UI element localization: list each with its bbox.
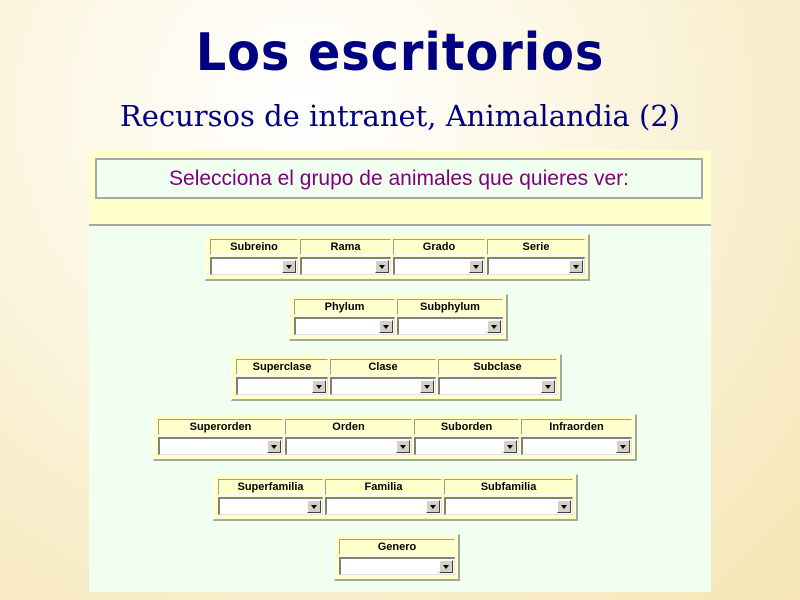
field-serie: Serie (487, 239, 585, 275)
field-genero: Genero (339, 539, 455, 575)
clase-select[interactable] (330, 377, 436, 395)
field-superfamilia: Superfamilia (218, 479, 323, 515)
field-label: Orden (285, 419, 412, 435)
chevron-down-icon[interactable] (379, 320, 393, 333)
genero-select[interactable] (339, 557, 455, 575)
suborden-select[interactable] (414, 437, 519, 455)
group-subreino-serie: Subreino Rama Grado Serie (205, 234, 590, 281)
field-label: Genero (339, 539, 455, 555)
superorden-select[interactable] (158, 437, 283, 455)
orden-select[interactable] (285, 437, 412, 455)
field-label: Phylum (294, 299, 395, 315)
superclase-select[interactable] (236, 377, 328, 395)
field-label: Superfamilia (218, 479, 323, 495)
field-label: Familia (325, 479, 442, 495)
field-grado: Grado (393, 239, 485, 275)
chevron-down-icon[interactable] (307, 500, 321, 513)
familia-select[interactable] (325, 497, 442, 515)
subreino-select[interactable] (210, 257, 298, 275)
chevron-down-icon[interactable] (396, 440, 410, 453)
field-label: Infraorden (521, 419, 632, 435)
phylum-select[interactable] (294, 317, 395, 335)
field-label: Suborden (414, 419, 519, 435)
field-label: Serie (487, 239, 585, 255)
chevron-down-icon[interactable] (503, 440, 517, 453)
chevron-down-icon[interactable] (267, 440, 281, 453)
page-title: Los escritorios (195, 23, 605, 83)
chevron-down-icon[interactable] (426, 500, 440, 513)
field-clase: Clase (330, 359, 436, 395)
field-infraorden: Infraorden (521, 419, 632, 455)
chevron-down-icon[interactable] (282, 260, 296, 273)
field-subclase: Subclase (438, 359, 557, 395)
group-clase: Superclase Clase Subclase (231, 354, 562, 401)
chevron-down-icon[interactable] (439, 560, 453, 573)
chevron-down-icon[interactable] (487, 320, 501, 333)
field-label: Subreino (210, 239, 298, 255)
subfamilia-select[interactable] (444, 497, 573, 515)
chevron-down-icon[interactable] (616, 440, 630, 453)
rama-select[interactable] (300, 257, 391, 275)
serie-select[interactable] (487, 257, 585, 275)
field-label: Rama (300, 239, 391, 255)
field-suborden: Suborden (414, 419, 519, 455)
chevron-down-icon[interactable] (312, 380, 326, 393)
field-superorden: Superorden (158, 419, 283, 455)
group-orden: Superorden Orden Suborden Infraorden (153, 414, 637, 461)
field-subreino: Subreino (210, 239, 298, 275)
group-familia: Superfamilia Familia Subfamilia (213, 474, 578, 521)
group-genero: Genero (334, 534, 460, 581)
field-label: Clase (330, 359, 436, 375)
infraorden-select[interactable] (521, 437, 632, 455)
chevron-down-icon[interactable] (375, 260, 389, 273)
field-label: Subfamilia (444, 479, 573, 495)
chevron-down-icon[interactable] (569, 260, 583, 273)
field-subfamilia: Subfamilia (444, 479, 573, 515)
subclase-select[interactable] (438, 377, 557, 395)
subphylum-select[interactable] (397, 317, 503, 335)
chevron-down-icon[interactable] (557, 500, 571, 513)
page-subtitle: Recursos de intranet, Animalandia (2) (119, 99, 681, 133)
field-familia: Familia (325, 479, 442, 515)
field-superclase: Superclase (236, 359, 328, 395)
selection-prompt: Selecciona el grupo de animales que quie… (95, 158, 703, 199)
panel-header: Selecciona el grupo de animales que quie… (89, 150, 711, 226)
field-label: Superclase (236, 359, 328, 375)
field-rama: Rama (300, 239, 391, 275)
chevron-down-icon[interactable] (469, 260, 483, 273)
chevron-down-icon[interactable] (541, 380, 555, 393)
field-label: Subclase (438, 359, 557, 375)
field-phylum: Phylum (294, 299, 395, 335)
grado-select[interactable] (393, 257, 485, 275)
superfamilia-select[interactable] (218, 497, 323, 515)
field-subphylum: Subphylum (397, 299, 503, 335)
taxonomy-selector-panel: Selecciona el grupo de animales que quie… (89, 150, 711, 592)
field-label: Subphylum (397, 299, 503, 315)
field-orden: Orden (285, 419, 412, 455)
field-label: Superorden (158, 419, 283, 435)
group-phylum: Phylum Subphylum (289, 294, 508, 341)
chevron-down-icon[interactable] (420, 380, 434, 393)
field-label: Grado (393, 239, 485, 255)
